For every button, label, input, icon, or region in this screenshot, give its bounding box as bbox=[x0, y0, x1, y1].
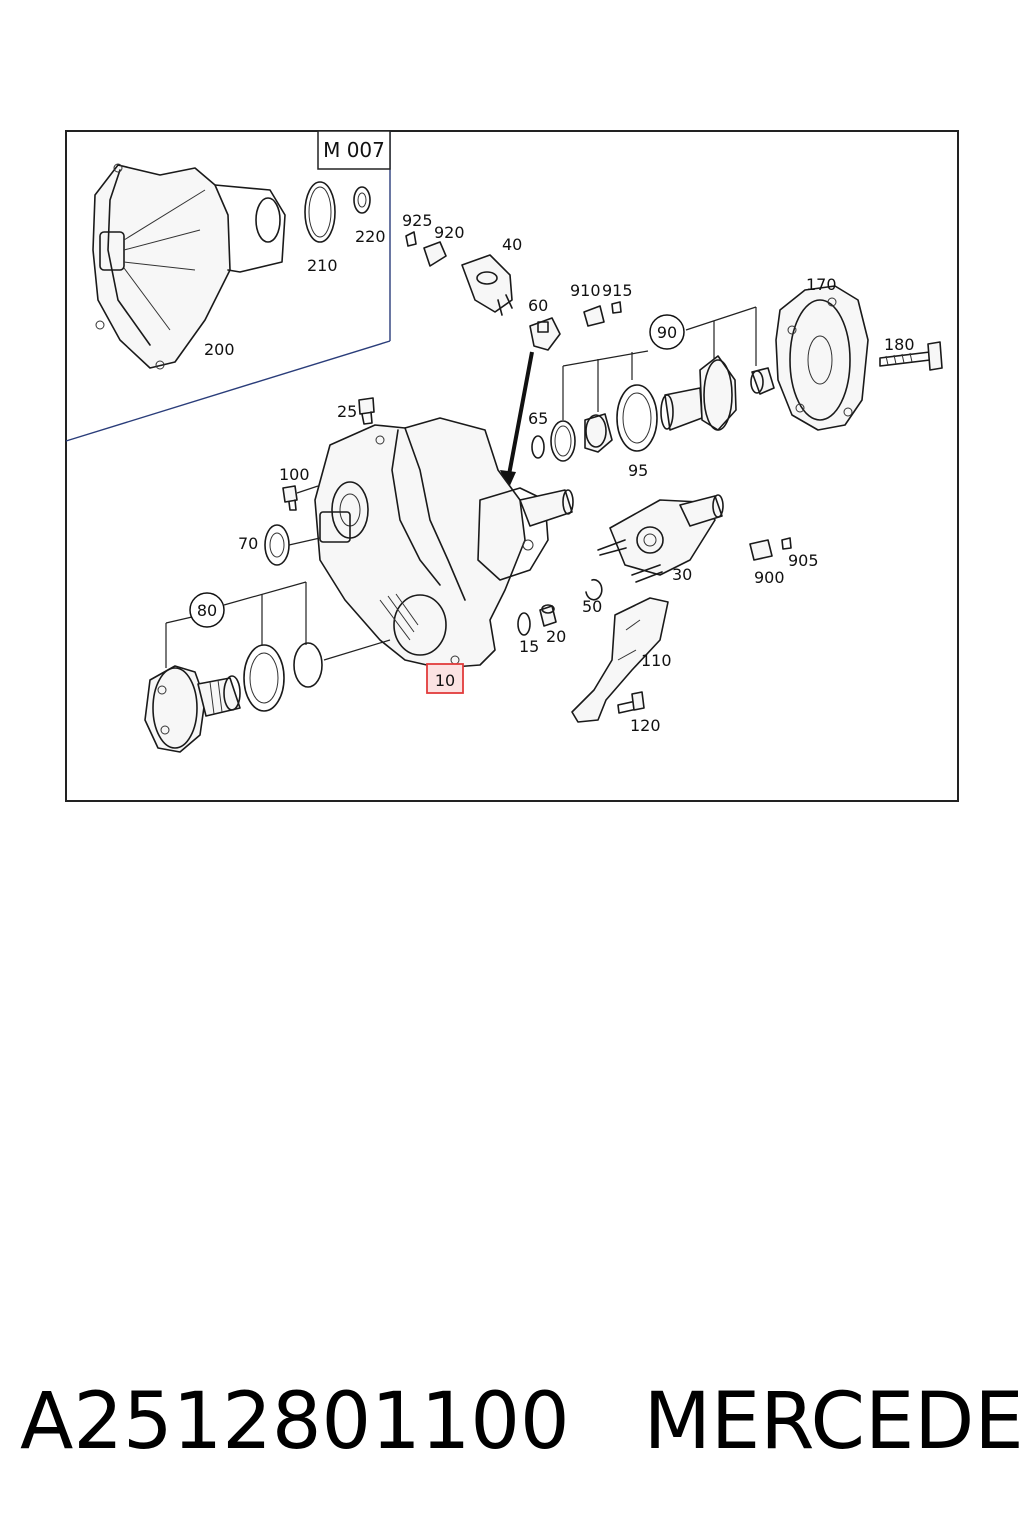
bolt-100 bbox=[282, 485, 319, 511]
bolt-120 bbox=[617, 691, 645, 714]
clip-915 bbox=[611, 301, 622, 314]
clip-905 bbox=[781, 537, 792, 550]
callout-220: 220 bbox=[355, 227, 386, 246]
clip-925 bbox=[405, 231, 417, 247]
callout-10[interactable]: 10 bbox=[435, 671, 455, 690]
bolt-180 bbox=[879, 341, 943, 371]
bubble-80 bbox=[189, 592, 225, 628]
group-90-leaders bbox=[562, 306, 757, 420]
heat-shield-110 bbox=[571, 597, 669, 723]
sleeve-90 bbox=[750, 367, 775, 395]
exploded-view-diagram: M 007 200 210 220 925 920 40 bbox=[65, 130, 959, 802]
actuator-motor-30 bbox=[597, 494, 724, 583]
transfer-case-housing-10 bbox=[314, 417, 574, 669]
flange-shaft-90 bbox=[660, 355, 737, 431]
part-number: A2512801100 bbox=[20, 1377, 570, 1467]
callout-20: 20 bbox=[546, 627, 566, 646]
callout-60: 60 bbox=[528, 296, 548, 315]
pointer-arrowhead bbox=[500, 470, 516, 490]
callout-900: 900 bbox=[754, 568, 785, 587]
highlight-box-10[interactable] bbox=[426, 663, 464, 694]
connector-920 bbox=[423, 241, 447, 267]
callout-170: 170 bbox=[806, 275, 837, 294]
connector-900 bbox=[749, 539, 773, 561]
callout-90: 90 bbox=[657, 323, 677, 342]
callout-210: 210 bbox=[307, 256, 338, 275]
callout-200: 200 bbox=[204, 340, 235, 359]
callout-920: 920 bbox=[434, 223, 465, 242]
group-80-leaders bbox=[165, 581, 391, 668]
diagram-border bbox=[65, 130, 959, 802]
m007-subpanel: M 007 bbox=[65, 130, 391, 442]
callout-40: 40 bbox=[502, 235, 522, 254]
seal-80 bbox=[243, 644, 285, 712]
callout-100: 100 bbox=[279, 465, 310, 484]
bubble-90 bbox=[649, 314, 685, 350]
brand-name: MERCEDES bbox=[643, 1377, 1024, 1467]
part-caption: A2512801100 MERCEDES bbox=[20, 1372, 1024, 1472]
o-ring-15 bbox=[517, 612, 531, 636]
connector-910 bbox=[583, 305, 605, 327]
callout-915: 915 bbox=[602, 281, 633, 300]
callout-110: 110 bbox=[641, 651, 672, 670]
callout-80: 80 bbox=[197, 601, 217, 620]
callout-910: 910 bbox=[570, 281, 601, 300]
cover-plate-170 bbox=[775, 285, 869, 431]
callout-15: 15 bbox=[519, 637, 539, 656]
sensor-60 bbox=[529, 317, 561, 351]
callout-25: 25 bbox=[337, 402, 357, 421]
washer-220 bbox=[353, 186, 371, 214]
seal-70 bbox=[264, 524, 321, 566]
callout-905: 905 bbox=[788, 551, 819, 570]
callout-65: 65 bbox=[528, 409, 548, 428]
seal-95 bbox=[616, 384, 658, 452]
callout-30: 30 bbox=[672, 565, 692, 584]
callout-50: 50 bbox=[582, 597, 602, 616]
o-ring-80 bbox=[293, 642, 323, 688]
snap-ring-50 bbox=[585, 578, 603, 601]
callout-120: 120 bbox=[630, 716, 661, 735]
callout-70: 70 bbox=[238, 534, 258, 553]
seal-rings-90 bbox=[550, 413, 613, 462]
flange-shaft-80 bbox=[144, 665, 241, 753]
section-label: M 007 bbox=[323, 138, 385, 162]
actuator-40 bbox=[461, 254, 513, 316]
o-ring-65 bbox=[531, 435, 545, 459]
callout-95: 95 bbox=[628, 461, 648, 480]
callout-925: 925 bbox=[402, 211, 433, 230]
section-label-box bbox=[317, 130, 391, 170]
bell-housing-200 bbox=[92, 163, 286, 370]
plug-25 bbox=[358, 397, 375, 425]
snap-ring-210 bbox=[304, 181, 336, 243]
callout-180: 180 bbox=[884, 335, 915, 354]
parts-diagram: M 007 200 210 220 925 920 40 bbox=[65, 130, 959, 802]
pointer-arrow bbox=[506, 351, 534, 481]
plug-20 bbox=[539, 604, 557, 627]
